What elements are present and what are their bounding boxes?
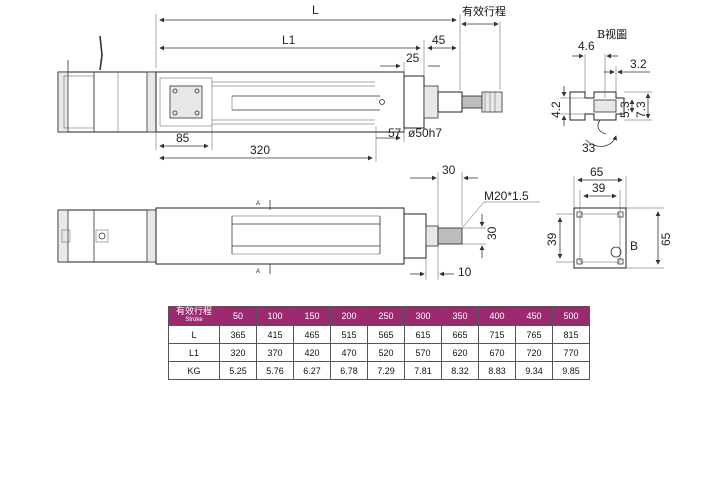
- table-cell: 715: [478, 325, 516, 344]
- dim-L: L: [312, 3, 319, 17]
- table-cell: 620: [441, 343, 479, 362]
- row-label-L: L: [168, 325, 220, 344]
- table-cell: 765: [515, 325, 553, 344]
- front-view: A A 30 M20*1.5 30 10: [57, 163, 540, 280]
- table-cell: 465: [293, 325, 331, 344]
- row-label-KG: KG: [168, 361, 220, 380]
- header-stroke-value: 150: [293, 306, 331, 326]
- table-cell: 415: [256, 325, 294, 344]
- header-stroke-value: 200: [330, 306, 368, 326]
- end-view: B 65 39 39 65: [545, 165, 673, 269]
- stroke-label: 有效行程: [462, 4, 506, 18]
- header-stroke-value: 300: [404, 306, 442, 326]
- table-row: L1 320 370 420 470 520 570 620 670 720 7…: [168, 343, 590, 362]
- spec-table: 有效行程 Stroke 50 100 150 200 250 300 350 4…: [168, 306, 590, 380]
- header-stroke: 有效行程 Stroke: [168, 306, 220, 326]
- dim-thread: M20*1.5: [484, 189, 529, 203]
- dim-7-3: 7.3: [634, 101, 648, 118]
- header-stroke-cn: 有效行程: [175, 307, 212, 317]
- table-cell: 520: [367, 343, 405, 362]
- header-stroke-value: 350: [441, 306, 479, 326]
- dim-50h7: ø50h7: [408, 126, 442, 140]
- dim-30-top: 30: [442, 163, 456, 177]
- header-stroke-value: 250: [367, 306, 405, 326]
- table-cell: 420: [293, 343, 331, 362]
- table-row: KG 5.25 5.76 6.27 6.78 7.29 7.81 8.32 8.…: [168, 361, 590, 380]
- table-cell: 615: [404, 325, 442, 344]
- motor-front: [57, 209, 157, 263]
- table-cell: 5.25: [219, 361, 257, 380]
- table-cell: 370: [256, 343, 294, 362]
- section-mark-top: A: [256, 201, 260, 207]
- dim-57: 57: [388, 126, 402, 140]
- dim-65-side: 65: [659, 232, 673, 246]
- table-cell: 470: [330, 343, 368, 362]
- table-cell: 7.29: [367, 361, 405, 380]
- table-cell: 670: [478, 343, 516, 362]
- table-cell: 320: [219, 343, 257, 362]
- dim-39-side: 39: [545, 232, 559, 246]
- dim-39-top: 39: [592, 181, 606, 195]
- table-cell: 9.85: [552, 361, 590, 380]
- table-cell: 570: [404, 343, 442, 362]
- dim-30-side: 30: [485, 226, 499, 240]
- mounting-plate: [169, 85, 203, 119]
- dim-65-top: 65: [590, 165, 604, 179]
- b-view-title: B视圖: [597, 27, 627, 41]
- dim-3-2: 3.2: [630, 57, 647, 71]
- table-cell: 770: [552, 343, 590, 362]
- table-cell: 665: [441, 325, 479, 344]
- end-flange: [573, 207, 627, 269]
- dim-33: 33: [582, 141, 596, 155]
- table-cell: 7.81: [404, 361, 442, 380]
- dim-5-3: 5.3: [618, 101, 632, 118]
- table-cell: 365: [219, 325, 257, 344]
- table-cell: 8.83: [478, 361, 516, 380]
- dim-85: 85: [176, 131, 190, 145]
- table-cell: 515: [330, 325, 368, 344]
- dim-45: 45: [432, 33, 446, 47]
- row-label-L1: L1: [168, 343, 220, 362]
- dim-25: 25: [406, 51, 420, 65]
- table-cell: 8.32: [441, 361, 479, 380]
- section-mark-bottom: A: [256, 269, 260, 275]
- dim-4-6: 4.6: [578, 39, 595, 53]
- header-stroke-value: 500: [552, 306, 590, 326]
- header-stroke-value: 400: [478, 306, 516, 326]
- actuator-body-front: [155, 207, 405, 265]
- table-cell: 565: [367, 325, 405, 344]
- table-cell: 720: [515, 343, 553, 362]
- header-stroke-en: Stroke: [185, 317, 203, 323]
- dim-10: 10: [458, 265, 472, 279]
- table-row: L 365 415 465 515 565 615 665 715 765 81…: [168, 325, 590, 344]
- header-stroke-value: 100: [256, 306, 294, 326]
- header-stroke-value: 50: [219, 306, 257, 326]
- table-cell: 815: [552, 325, 590, 344]
- table-header-row: 有效行程 Stroke 50 100 150 200 250 300 350 4…: [168, 306, 590, 326]
- motor-top: [57, 71, 157, 133]
- header-stroke-value: 450: [515, 306, 553, 326]
- dim-L1: L1: [282, 33, 296, 47]
- table-cell: 9.34: [515, 361, 553, 380]
- dim-4-2: 4.2: [549, 101, 563, 118]
- b-view-marker: B: [630, 239, 638, 253]
- dim-320: 320: [250, 143, 270, 157]
- b-view-detail: B视圖 4.6 3.2 4.2 5.3 7.3 33: [549, 27, 652, 155]
- table-cell: 6.27: [293, 361, 331, 380]
- table-cell: 6.78: [330, 361, 368, 380]
- actuator-drawing: L 有效行程 L1 45 25 85 320 57 ø50h7: [57, 3, 673, 280]
- table-cell: 5.76: [256, 361, 294, 380]
- top-view: L 有效行程 L1 45 25 85 320 57 ø50h7: [57, 3, 506, 162]
